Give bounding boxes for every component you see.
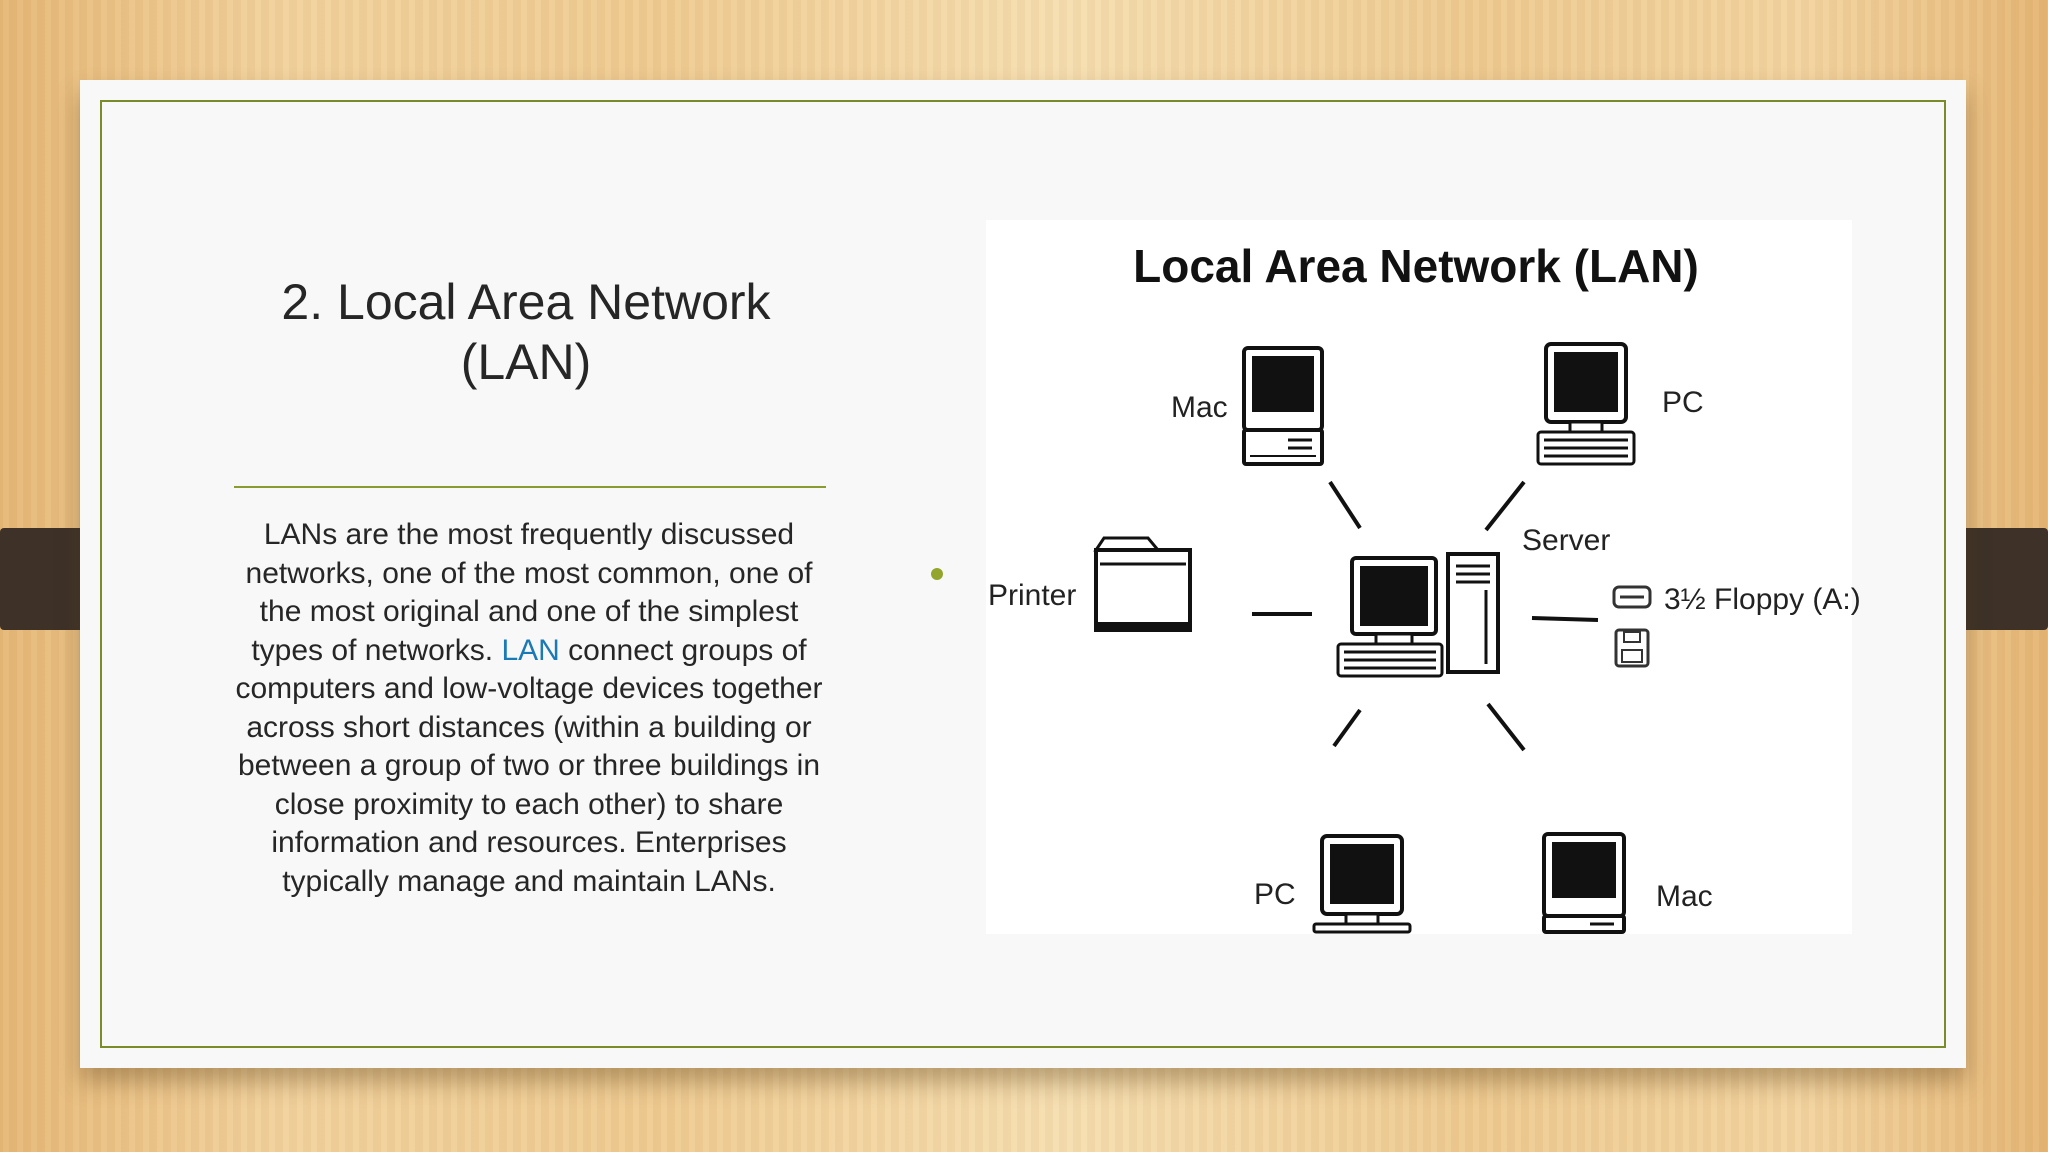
link-line-mac-top (1328, 480, 1362, 530)
pc-top-label: PC (1662, 386, 1704, 419)
pc-bottom-icon (1312, 834, 1412, 934)
mac-bottom-label: Mac (1656, 880, 1713, 913)
server-tower-icon (1446, 552, 1500, 674)
server-label: Server (1522, 524, 1610, 557)
lan-diagram-svg: Local Area Network (LAN) Mac (988, 240, 1861, 934)
slide-title-line1: 2. Local Area Network (281, 274, 771, 330)
link-line-mac-bottom (1486, 702, 1526, 752)
title-divider (234, 486, 826, 488)
mac-top-icon (1242, 346, 1324, 466)
pc-top-icon (1536, 342, 1636, 466)
link-line-pc-bottom (1332, 708, 1362, 748)
lan-diagram: Local Area Network (LAN) Mac (986, 220, 1861, 934)
body-text-start: LANs are the most frequently discussed n… (245, 518, 813, 667)
mac-top-label: Mac (1171, 391, 1228, 424)
central-computer-icon (1336, 556, 1444, 678)
bullet-dot (931, 568, 943, 580)
mac-bottom-icon (1542, 832, 1626, 934)
link-line-floppy (1531, 616, 1599, 622)
link-line-pc-top (1484, 480, 1526, 532)
printer-icon (1093, 536, 1192, 632)
lan-link[interactable]: LAN (501, 633, 560, 667)
slide-title: 2. Local Area Network (LAN) (250, 272, 802, 392)
printer-label: Printer (988, 579, 1076, 612)
slide-frame (100, 100, 1946, 1048)
floppy-drive-icon (1612, 585, 1652, 609)
diagram-title: Local Area Network (LAN) (1133, 240, 1699, 292)
slide-card: 2. Local Area Network (LAN) LANs are the… (80, 80, 1966, 1068)
slide-title-line2: (LAN) (460, 334, 592, 390)
floppy-disk-icon (1614, 628, 1650, 668)
body-text-end: connect groups of computers and low-volt… (235, 633, 823, 898)
floppy-label: 3½ Floppy (A:) (1664, 583, 1861, 616)
slide-body-text: LANs are the most frequently discussed n… (232, 516, 826, 901)
pc-bottom-label: PC (1254, 878, 1296, 911)
